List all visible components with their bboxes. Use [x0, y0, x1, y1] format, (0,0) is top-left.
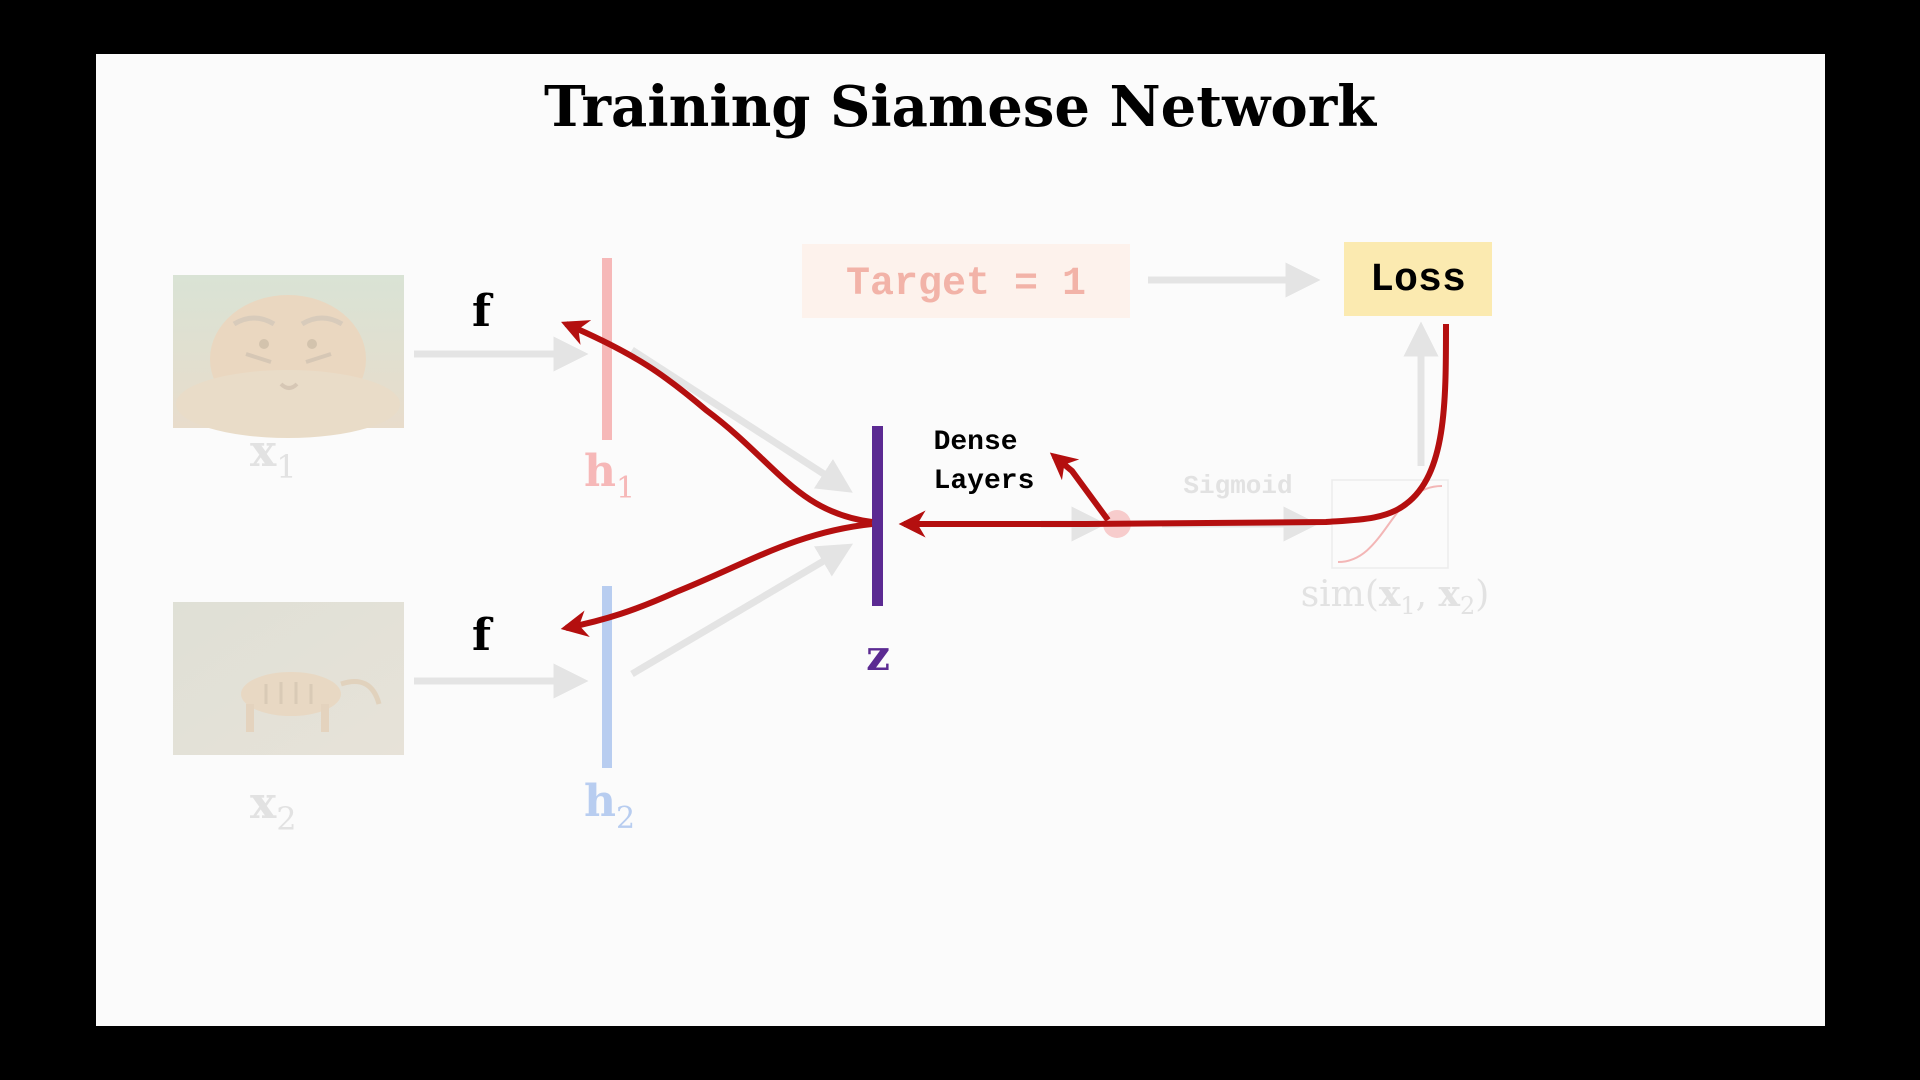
siamese-network-diagram: Training Siamese Network x1 x2 h1 h2 f f… [96, 54, 1825, 1026]
merge-label-z: z [866, 631, 890, 680]
sigmoid-label: Sigmoid [1183, 471, 1292, 501]
merge-bar-z [872, 426, 883, 606]
target-label: Target = 1 [846, 262, 1086, 307]
dense-layers-label: Dense Layers [934, 427, 1035, 497]
feature-bar-h2 [602, 586, 612, 768]
tiger-standing-image [173, 602, 404, 755]
input-label-x2: x2 [250, 778, 297, 838]
forward-arrow-h1-z [632, 350, 844, 487]
loss-label: Loss [1370, 258, 1466, 303]
similarity-label: sim(x1, x2) [1301, 573, 1490, 620]
slide: Training Siamese Network x1 x2 h1 h2 f f… [96, 54, 1825, 1026]
feature-bar-h1 [602, 258, 612, 440]
backprop-arrow-to-dense [1054, 456, 1108, 520]
encoder-label-f1: f [472, 286, 494, 337]
tiger-face-image [173, 275, 404, 438]
slide-title: Training Siamese Network [544, 74, 1377, 140]
sigmoid-curve-plot [1332, 480, 1448, 568]
feature-label-h1: h1 [584, 446, 635, 506]
feature-label-h2: h2 [584, 776, 635, 836]
encoder-label-f2: f [472, 610, 494, 661]
